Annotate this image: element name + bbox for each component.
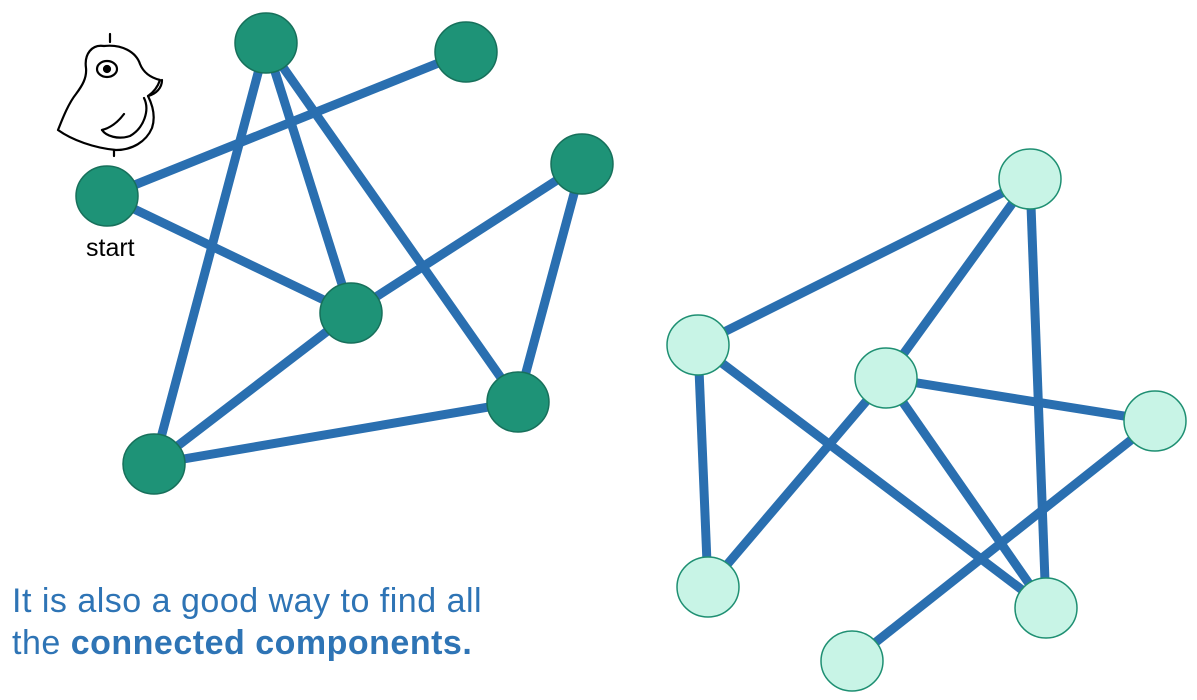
unvisited-node xyxy=(676,556,740,618)
visited-node xyxy=(75,165,139,227)
graph-edge xyxy=(695,174,1033,350)
unvisited-node xyxy=(1123,390,1187,452)
unvisited-node xyxy=(854,347,918,409)
graph-edge xyxy=(348,160,585,317)
graph-edge xyxy=(849,417,1158,665)
visited-node xyxy=(234,12,298,74)
caption-line-2-prefix: the xyxy=(12,624,71,662)
graph-edge xyxy=(149,41,271,466)
graph-edge xyxy=(885,373,1156,426)
graph-edge xyxy=(882,375,1050,611)
visited-node xyxy=(434,21,498,83)
visited-node xyxy=(550,133,614,195)
caption-line-2-bold: connected components. xyxy=(70,624,473,662)
unvisited-node xyxy=(998,148,1062,210)
nodes xyxy=(75,12,1187,692)
start-label: start xyxy=(86,234,135,262)
graph-edge xyxy=(105,191,353,318)
unvisited-node xyxy=(1014,577,1078,639)
graph-edge xyxy=(695,341,1049,612)
unvisited-node xyxy=(820,630,884,692)
graph-edge xyxy=(513,162,587,404)
graph-edge xyxy=(1025,178,1051,609)
graph-edge xyxy=(693,344,713,588)
unvisited-node xyxy=(666,314,730,376)
graph-edge xyxy=(882,176,1034,381)
visited-node xyxy=(319,282,383,344)
visited-node xyxy=(486,371,550,433)
graph-edge xyxy=(153,397,519,469)
visited-node xyxy=(122,433,186,495)
graph-edge xyxy=(704,375,890,590)
caption: It is also a good way to find all the co… xyxy=(12,580,482,664)
graph-edge xyxy=(262,40,522,405)
graph-edge xyxy=(261,41,356,315)
bird-icon xyxy=(56,32,164,158)
graph-edge xyxy=(105,47,468,201)
graph-edge xyxy=(151,309,354,468)
edges xyxy=(105,40,1158,665)
caption-line-1: It is also a good way to find all xyxy=(12,582,483,620)
